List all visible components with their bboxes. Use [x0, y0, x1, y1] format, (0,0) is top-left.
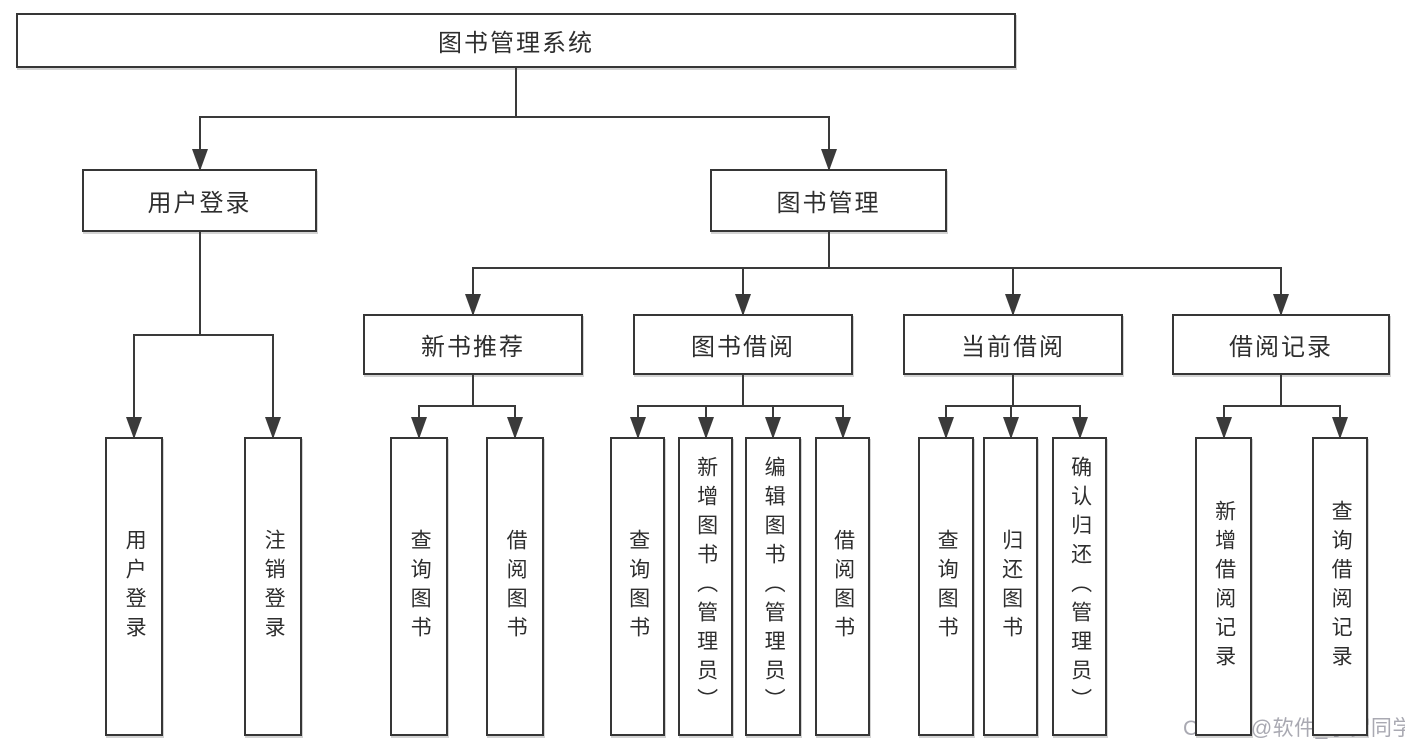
node-label: 查询图书	[935, 528, 959, 645]
arrow-down-icon	[697, 417, 714, 439]
node-label: 用户登录	[147, 190, 252, 217]
arrow-down-icon	[1005, 294, 1021, 316]
node-confirm-return-admin: 确认归还（管理员）	[1052, 437, 1107, 736]
node-book-management: 图书管理	[710, 169, 947, 232]
node-book-borrowing: 图书借阅	[633, 314, 853, 375]
connector-line	[198, 116, 830, 118]
arrow-down-icon	[765, 417, 781, 439]
node-current-borrowing: 当前借阅	[903, 314, 1123, 375]
connector-line	[133, 334, 274, 336]
connector-line	[1012, 375, 1014, 406]
arrow-down-icon	[465, 294, 481, 316]
node-query-books-recommend: 查询图书	[390, 437, 448, 736]
node-borrowing-records: 借阅记录	[1172, 314, 1390, 375]
arrow-down-icon	[938, 417, 954, 439]
node-label: 新增图书（管理员）	[694, 456, 718, 717]
connector-line	[1280, 268, 1282, 314]
arrow-down-icon	[735, 294, 751, 316]
connector-line	[742, 268, 744, 314]
arrow-down-icon	[1332, 417, 1348, 439]
connector-line	[827, 117, 830, 169]
arrow-down-icon	[126, 417, 142, 439]
node-label: 注销登录	[262, 528, 286, 645]
node-new-book-recommendation: 新书推荐	[363, 314, 583, 375]
node-query-books-borrowing: 查询图书	[610, 437, 665, 736]
arrow-down-icon	[265, 417, 281, 439]
connector-line	[418, 405, 516, 407]
node-label: 借阅记录	[1229, 334, 1333, 361]
connector-line	[827, 232, 830, 268]
connector-line	[472, 268, 474, 314]
node-label: 图书管理	[776, 190, 881, 217]
arrow-down-icon	[1071, 417, 1088, 439]
node-label: 用户登录	[123, 528, 147, 645]
connector-line	[133, 335, 135, 437]
node-query-books-current: 查询图书	[918, 437, 974, 736]
node-label: 新增借阅记录	[1212, 499, 1236, 674]
arrow-down-icon	[629, 417, 646, 439]
node-label: 查询图书	[408, 528, 432, 645]
node-label: 归还图书	[999, 528, 1023, 645]
node-logout-leaf: 注销登录	[244, 437, 302, 736]
node-label: 借阅图书	[831, 528, 855, 645]
node-user-login-leaf: 用户登录	[105, 437, 163, 736]
node-query-borrow-record: 查询借阅记录	[1312, 437, 1368, 736]
node-label: 查询借阅记录	[1329, 499, 1353, 674]
connector-line	[272, 335, 274, 437]
connector-line	[472, 267, 1282, 269]
node-borrow-books-borrowing: 借阅图书	[815, 437, 870, 736]
node-label: 确认归还（管理员）	[1068, 456, 1092, 717]
connector-line	[515, 68, 517, 117]
node-label: 查询图书	[626, 528, 650, 645]
node-label: 编辑图书（管理员）	[762, 456, 786, 717]
node-label: 图书借阅	[691, 334, 795, 361]
arrow-down-icon	[411, 417, 427, 439]
connector-line	[472, 375, 474, 406]
node-label: 图书管理系统	[438, 30, 594, 57]
connector-line	[636, 405, 844, 407]
connector-line	[1280, 375, 1282, 406]
connector-line	[742, 375, 744, 406]
connector-line	[198, 232, 201, 335]
arrow-down-icon	[191, 149, 208, 171]
node-return-books: 归还图书	[983, 437, 1038, 736]
node-add-borrow-record: 新增借阅记录	[1195, 437, 1252, 736]
connector-line	[1012, 268, 1014, 314]
connector-line	[198, 117, 201, 169]
arrow-down-icon	[820, 149, 837, 171]
arrow-down-icon	[1215, 417, 1232, 439]
node-edit-books-admin: 编辑图书（管理员）	[745, 437, 801, 736]
node-add-books-admin: 新增图书（管理员）	[678, 437, 733, 736]
node-library-management-system: 图书管理系统	[16, 13, 1016, 68]
connector-line	[1222, 405, 1341, 407]
arrow-down-icon	[1002, 417, 1019, 439]
node-label: 借阅图书	[504, 528, 528, 645]
arrow-down-icon	[1273, 294, 1289, 316]
node-borrow-books-recommend: 借阅图书	[486, 437, 544, 736]
node-label: 新书推荐	[421, 334, 525, 361]
node-user-login: 用户登录	[82, 169, 317, 232]
arrow-down-icon	[507, 417, 523, 439]
node-label: 当前借阅	[961, 334, 1065, 361]
arrow-down-icon	[834, 417, 851, 439]
connector-line	[945, 405, 1081, 407]
